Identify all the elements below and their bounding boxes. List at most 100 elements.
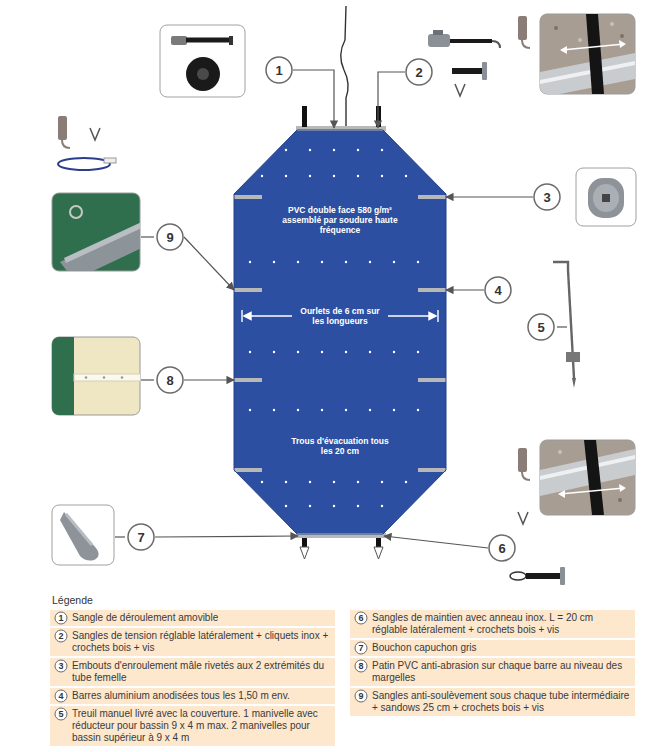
callout-circle <box>55 612 67 624</box>
callout-number: 3 <box>533 183 561 211</box>
anti-lift-strap-photo <box>64 220 140 263</box>
leader-arrow <box>446 196 533 197</box>
bottom-straps <box>300 538 383 559</box>
callout-number: 2 <box>405 58 433 86</box>
callout-circle <box>55 660 67 672</box>
strap-roll-picture <box>197 68 209 80</box>
strap-roll-picture <box>160 25 245 97</box>
ratchet-strap-icon <box>452 68 482 74</box>
holding-strap-photo <box>518 512 528 524</box>
legend-text: Sangle de déroulement amovible <box>72 612 331 624</box>
callout-circle <box>55 630 67 642</box>
ratchet-strap-icon <box>455 84 465 96</box>
callout-number-text: 5 <box>58 710 63 719</box>
anti-abrasion-pad-photo <box>85 376 88 379</box>
strap-on-tube-photo <box>586 14 604 94</box>
holding-strap-photo <box>518 448 527 472</box>
callout-number-text: 5 <box>537 321 544 334</box>
callout-number-text: 9 <box>358 692 363 701</box>
legend-number: 6 <box>354 611 368 625</box>
legend-item: Sangles de maintien avec anneau inox. L … <box>350 610 635 638</box>
ratchet-strap-icon <box>428 34 450 47</box>
cover-outline <box>234 130 446 534</box>
anti-lift-strap-photo <box>60 220 140 271</box>
callout-circle <box>355 690 367 702</box>
holding-strap-photo <box>522 472 530 480</box>
leader-arrow <box>184 379 234 380</box>
anti-abrasion-pad-photo <box>141 379 154 380</box>
ratchet-strap-icon <box>428 16 530 96</box>
callout-circle <box>55 708 67 720</box>
legend-item: Embouts d'enroulement mâle rivetés aux 2… <box>50 658 335 686</box>
aluminium-bars <box>234 195 262 199</box>
callout-circle <box>485 277 511 303</box>
callout-circle <box>128 524 154 550</box>
leader-arrow <box>384 536 488 548</box>
strap-roll-picture <box>171 36 187 45</box>
anti-abrasion-pad-photo <box>52 337 154 415</box>
callout-number: 1 <box>265 56 293 84</box>
aluminium-bars <box>418 195 446 199</box>
top-straps <box>302 6 381 127</box>
crank-handle <box>553 262 568 270</box>
ratchet-strap-icon <box>518 16 527 40</box>
tube-end-picture <box>588 178 624 218</box>
leader-arrow <box>293 70 334 128</box>
callout-circle <box>355 660 367 672</box>
leader-arrow <box>155 536 298 537</box>
strap-on-tube-photo <box>620 34 624 38</box>
callout-circle <box>157 367 183 393</box>
holding-strap-photo <box>510 440 640 585</box>
legend-item: Treuil manuel livré avec la couverture. … <box>50 706 335 746</box>
tube-end-picture <box>593 184 619 212</box>
grey-cap-picture <box>52 505 114 565</box>
legend-text: Sangles de tension réglable latéralement… <box>72 630 331 654</box>
callout-number-text: 1 <box>58 614 63 623</box>
cover-note: Trous d'évacuation tous les 20 cm <box>287 436 393 456</box>
holding-strap-photo <box>510 572 526 580</box>
strap-on-tube-photo <box>578 38 582 42</box>
legend-text: Sangles anti-soulèvement sous chaque tub… <box>372 690 631 714</box>
holding-strap-photo <box>526 573 560 579</box>
anti-lift-strap-photo <box>58 116 67 140</box>
legend-text: Bouchon capuchon gris <box>372 642 631 654</box>
aluminium-bars <box>418 288 446 292</box>
legend-number: 7 <box>354 641 368 655</box>
callout-number-text: 4 <box>58 692 63 701</box>
anti-abrasion-pad-photo <box>103 376 106 379</box>
callout-number: 7 <box>127 523 155 551</box>
bottom-straps <box>374 547 383 559</box>
holding-strap-photo <box>584 440 604 515</box>
callout-number: 9 <box>156 223 184 251</box>
strap-on-tube-photo <box>540 14 635 94</box>
top-straps <box>341 6 348 126</box>
cover-outline <box>234 128 446 536</box>
legend-number: 2 <box>54 629 68 643</box>
legend-item: Sangles anti-soulèvement sous chaque tub… <box>350 688 635 716</box>
aluminium-bars <box>234 378 262 382</box>
anti-lift-strap-photo <box>90 128 100 140</box>
legend-item: Sangles de tension réglable latéralement… <box>50 628 335 656</box>
pool-cover: PVC double face 580 g/m² assemblé par so… <box>234 128 446 536</box>
legend-heading: Légende <box>52 594 93 606</box>
callout-circle <box>406 59 432 85</box>
callout-number-text: 6 <box>358 614 363 623</box>
anti-lift-strap-photo <box>70 206 82 218</box>
callout-circle <box>489 535 515 561</box>
legend-number: 1 <box>54 611 68 625</box>
aluminium-bars <box>418 468 446 472</box>
bottom-straps <box>376 538 381 547</box>
strap-roll-picture <box>186 38 231 43</box>
tube-end-picture <box>576 168 636 226</box>
grey-cap-picture <box>115 536 125 537</box>
callout-number-text: 3 <box>58 662 63 671</box>
callout-circle <box>55 690 67 702</box>
cover-body <box>250 150 418 506</box>
callout-number-text: 1 <box>275 64 282 77</box>
legend-text: Sangles de maintien avec anneau inox. L … <box>372 612 631 636</box>
aluminium-bars <box>234 288 262 292</box>
holding-strap-photo <box>618 498 622 502</box>
strap-on-tube-photo <box>540 14 640 98</box>
cover-body <box>234 130 446 534</box>
callout-number-text: 4 <box>494 284 501 297</box>
